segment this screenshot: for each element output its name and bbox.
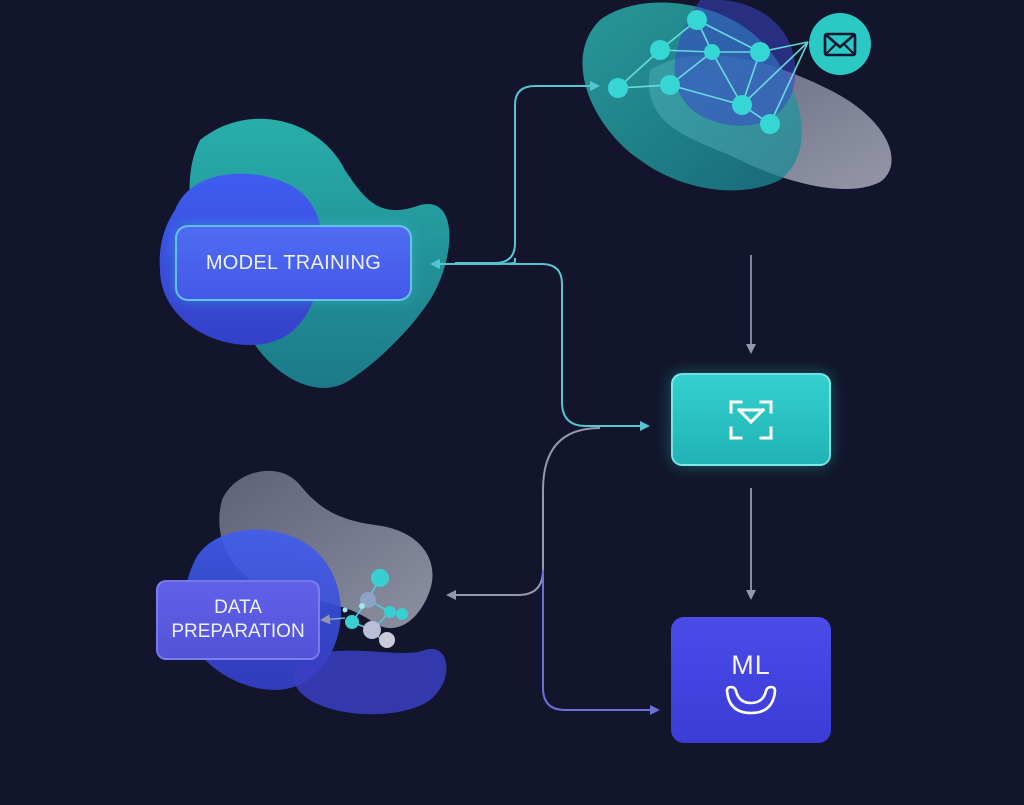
prep-dark-blue-blob xyxy=(292,648,447,715)
data-preparation-label-line1: DATA xyxy=(214,597,262,618)
connector-branch-to-ml xyxy=(542,570,660,715)
envelope-check-icon xyxy=(729,400,773,439)
connector-data-prep-short-arrow xyxy=(320,614,346,625)
model-training-label: MODEL TRAINING xyxy=(205,251,382,274)
envelope-icon xyxy=(809,13,871,75)
connector-training-to-network xyxy=(455,81,600,264)
ml-node[interactable]: ML xyxy=(671,617,831,743)
smile-icon xyxy=(725,685,777,714)
top-right-blob-cluster xyxy=(582,0,892,191)
network-nodes xyxy=(608,10,780,134)
connector-branch-to-mail-box xyxy=(542,427,601,570)
data-preparation-label-line2: PREPARATION xyxy=(171,621,305,642)
connector-branch-to-data-preparation xyxy=(446,569,544,600)
data-preparation-node[interactable]: DATA PREPARATION xyxy=(156,580,320,660)
model-training-node[interactable]: MODEL TRAINING xyxy=(175,225,412,301)
molecule-nodes xyxy=(342,569,408,648)
connector-training-to-mail-box xyxy=(505,263,650,431)
ml-label: ML xyxy=(731,649,771,680)
mail-check-node[interactable] xyxy=(671,373,831,466)
connectors xyxy=(320,81,756,715)
